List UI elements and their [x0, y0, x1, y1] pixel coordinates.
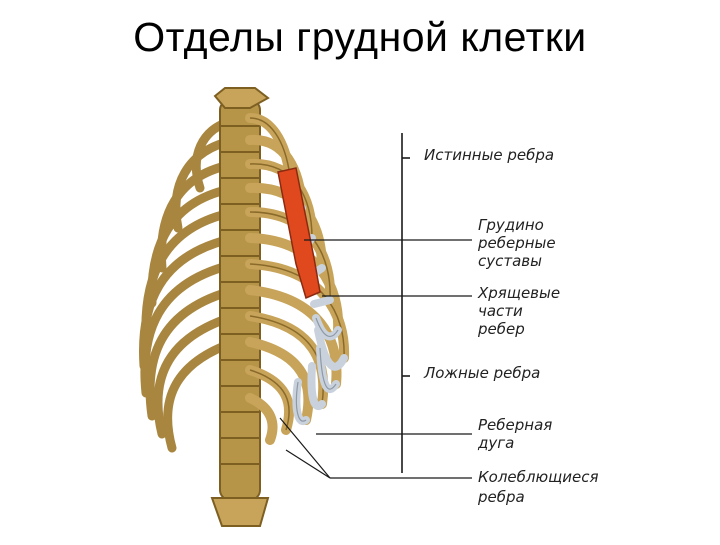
rib-cage-illustration: [138, 87, 350, 527]
leader-floating-2: [285, 449, 331, 479]
sternum: [277, 167, 321, 300]
label-cartilaginous-line-3: ребер: [477, 320, 525, 338]
label-costal-arch-line-1: Реберная: [478, 416, 552, 434]
rib-cage-figure: Истинные ребра Грудино реберные суставы …: [100, 78, 640, 540]
spine: [210, 87, 270, 527]
label-costal-arch-line-2: дуга: [477, 434, 514, 452]
label-floating-line-2: ребра: [477, 488, 525, 506]
label-true-ribs: Истинные ребра: [424, 146, 554, 164]
bracket: [401, 133, 410, 473]
rib-front-12: [245, 393, 278, 445]
leader-floating-1: [279, 417, 331, 479]
slide-title: Отделы грудной клетки: [133, 14, 587, 60]
rib-back-7: [140, 259, 240, 398]
cartilage-5: [310, 296, 334, 308]
label-cartilaginous-line-2: части: [478, 302, 523, 320]
label-cartilaginous-line-1: Хрящевые: [477, 284, 560, 302]
rib-back-8: [145, 285, 240, 421]
label-floating-line-1: Колеблющиеся: [478, 468, 598, 486]
cartilage-7: [314, 326, 348, 371]
diagram-labels: Истинные ребра Грудино реберные суставы …: [423, 146, 598, 506]
label-sternocostal-line-2: реберные: [477, 234, 556, 252]
label-sternocostal-line-1: Грудино: [478, 216, 544, 234]
leader-lines: [279, 239, 472, 479]
rib-front-10: [245, 337, 314, 425]
label-sternocostal-line-3: суставы: [478, 252, 542, 270]
rib-back-10: [163, 337, 240, 453]
label-false-ribs: Ложные ребра: [423, 364, 540, 382]
rib-back-9: [153, 311, 240, 439]
cartilage-9: [307, 362, 326, 410]
